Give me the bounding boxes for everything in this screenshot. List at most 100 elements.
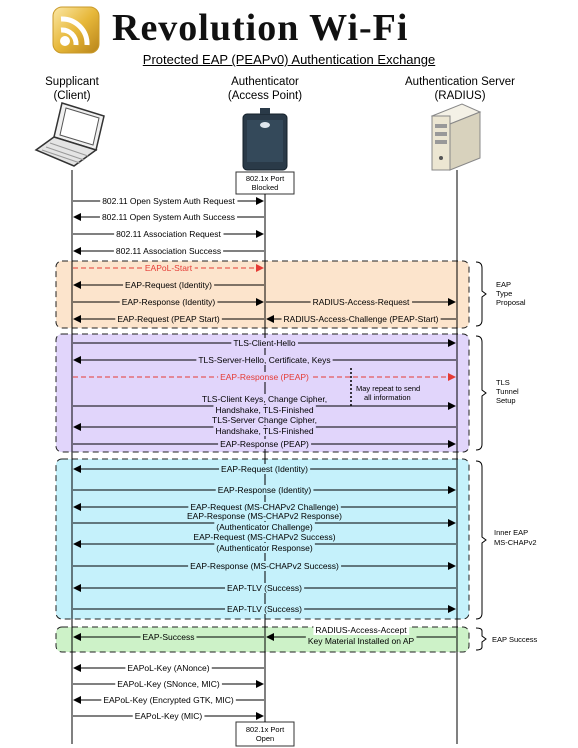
message-arrow: EAP-Success bbox=[73, 632, 264, 642]
message-label-bg bbox=[310, 297, 413, 307]
column-name: Authentication Server bbox=[405, 76, 515, 88]
message-label-bg bbox=[125, 663, 212, 673]
message-arrow: EAP-TLV (Success) bbox=[73, 604, 456, 614]
message-arrow: EAP-Request (MS-CHAPv2 Success)(Authenti… bbox=[73, 532, 456, 553]
message-label: RADIUS-Access-Challenge (PEAP-Start) bbox=[284, 314, 439, 324]
message-label: (Authenticator Response) bbox=[216, 543, 313, 553]
phase-label-line: Proposal bbox=[496, 298, 526, 307]
message-arrow: EAP-Request (Identity) bbox=[73, 280, 264, 290]
message-arrow: EAP-Response (PEAP) bbox=[73, 372, 456, 382]
phase-label-line: Inner EAP bbox=[494, 528, 528, 537]
message-label: EAP-Response (Identity) bbox=[122, 297, 216, 307]
message-label-bg bbox=[142, 263, 195, 273]
port-blocked-line: Blocked bbox=[252, 183, 279, 192]
message-label: EAPoL-Key (ANonce) bbox=[127, 663, 209, 673]
message-label-bg bbox=[213, 405, 316, 415]
message-label: Handshake, TLS-Finished bbox=[215, 405, 313, 415]
message-arrow: 802.11 Association Success bbox=[73, 246, 264, 256]
message-arrow: EAP-Request (PEAP Start) bbox=[73, 314, 264, 324]
tls-tunnel-phase-box bbox=[55, 333, 470, 453]
message-label: TLS-Client Keys, Change Cipher, bbox=[202, 394, 327, 404]
message-label-bg bbox=[305, 636, 417, 646]
message-label: EAP-Response (MS-CHAPv2 Response) bbox=[187, 511, 342, 521]
port-blocked-box: 802.1x Port Blocked bbox=[235, 171, 295, 195]
message-label-bg bbox=[231, 338, 298, 348]
message-label: EAP-Request (Identity) bbox=[221, 464, 308, 474]
message-label: EAPoL-Key (SNonce, MIC) bbox=[117, 679, 220, 689]
title-banner: Revolution Wi-Fi Protected EAP (PEAPv0) … bbox=[0, 0, 578, 70]
message-label: 802.11 Association Success bbox=[116, 246, 221, 256]
column-name: Authenticator bbox=[231, 76, 299, 88]
message-arrow: TLS-Server-Hello, Certificate, Keys bbox=[73, 355, 456, 365]
phase-label-inner: Inner EAP MS-CHAPv2 bbox=[494, 528, 537, 547]
message-label: (Authenticator Challenge) bbox=[216, 522, 313, 532]
message-label-bg bbox=[219, 464, 311, 474]
message-label-bg bbox=[101, 695, 236, 705]
message-label: RADIUS-Access-Accept bbox=[315, 625, 407, 635]
message-label: EAP-Response (PEAP) bbox=[220, 439, 309, 449]
port-open-box: 802.1x Port Open bbox=[235, 721, 295, 747]
phase-label-line: Setup bbox=[496, 396, 516, 405]
message-label-bg bbox=[119, 297, 218, 307]
message-arrow: EAPoL-Key (SNonce, MIC) bbox=[73, 679, 264, 689]
message-label: EAPoL-Key (Encrypted GTK, MIC) bbox=[103, 695, 234, 705]
message-label: Key Material Installed on AP bbox=[308, 636, 415, 646]
column-role: (Client) bbox=[53, 90, 91, 102]
access-point-icon bbox=[242, 108, 288, 171]
phase-label-line: EAP Success bbox=[492, 635, 538, 644]
message-label-bg bbox=[99, 212, 238, 222]
message-label: 802.11 Association Request bbox=[116, 229, 221, 239]
phase-braces bbox=[475, 261, 487, 651]
repeat-note-line: all information bbox=[364, 393, 411, 402]
message-label: 802.11 Open System Auth Request bbox=[102, 196, 235, 206]
message-arrow: RADIUS-Access-Request bbox=[266, 297, 456, 307]
column-name: Supplicant bbox=[45, 76, 99, 88]
message-label: Handshake, TLS-Finished bbox=[215, 426, 313, 436]
message-arrow: 802.11 Open System Auth Request bbox=[73, 196, 264, 206]
message-arrow: EAP-TLV (Success) bbox=[73, 583, 456, 593]
message-label-bg bbox=[114, 229, 224, 239]
message-label: EAPoL-Start bbox=[145, 263, 193, 273]
message-arrow: TLS-Client-Hello bbox=[73, 338, 456, 348]
message-label: EAP-TLV (Success) bbox=[227, 583, 302, 593]
message-arrow: EAP-Response (Identity) bbox=[73, 485, 456, 495]
message-label: EAP-Request (MS-CHAPv2 Challenge) bbox=[190, 502, 339, 512]
message-label: TLS-Server Change Cipher, bbox=[212, 415, 317, 425]
message-label-bg bbox=[218, 372, 312, 382]
message-arrow: EAP-Request (Identity) bbox=[73, 464, 456, 474]
message-label-bg bbox=[191, 532, 338, 542]
message-label-bg bbox=[188, 502, 341, 512]
message-arrow: 802.11 Open System Auth Success bbox=[73, 212, 264, 222]
message-label: EAP-Response (MS-CHAPv2 Success) bbox=[190, 561, 339, 571]
message-arrow: EAPoL-Key (MIC) bbox=[73, 711, 264, 721]
phase-label-line: Tunnel bbox=[496, 387, 519, 396]
message-arrow: EAP-Request (MS-CHAPv2 Challenge) bbox=[73, 502, 456, 512]
column-role: (RADIUS) bbox=[434, 90, 486, 102]
message-label: EAP-Request (PEAP Start) bbox=[117, 314, 220, 324]
message-label-bg bbox=[115, 679, 222, 689]
message-label: EAP-Request (Identity) bbox=[125, 280, 212, 290]
message-arrow: EAPoL-Key (ANonce) bbox=[73, 663, 264, 673]
message-arrow: RADIUS-Access-Challenge (PEAP-Start) bbox=[266, 314, 456, 324]
diagram-subtitle: Protected EAP (PEAPv0) Authentication Ex… bbox=[142, 52, 436, 67]
message-label-bg bbox=[115, 314, 222, 324]
message-label-bg bbox=[113, 246, 224, 256]
authenticator-header: Authenticator (Access Point) bbox=[210, 75, 320, 103]
phase-label-line: EAP bbox=[496, 280, 511, 289]
message-arrow: EAP-Response (MS-CHAPv2 Success) bbox=[73, 561, 456, 571]
phase-label-tls: TLS Tunnel Setup bbox=[496, 378, 519, 405]
message-label-bg bbox=[214, 522, 315, 532]
message-label-bg bbox=[215, 485, 314, 495]
message-label-bg bbox=[123, 280, 215, 290]
brand-title: Revolution Wi-Fi bbox=[112, 7, 409, 49]
message-label-bg bbox=[199, 394, 330, 404]
message-arrow: TLS-Client Keys, Change Cipher,Handshake… bbox=[73, 394, 456, 415]
wifi-logo-icon bbox=[52, 6, 100, 54]
message-label: EAP-Response (PEAP) bbox=[220, 372, 309, 382]
port-open-line: 802.1x Port bbox=[246, 725, 285, 734]
phase-label-line: MS-CHAPv2 bbox=[494, 538, 537, 547]
message-label: 802.11 Open System Auth Success bbox=[102, 212, 235, 222]
message-label-bg bbox=[218, 439, 312, 449]
